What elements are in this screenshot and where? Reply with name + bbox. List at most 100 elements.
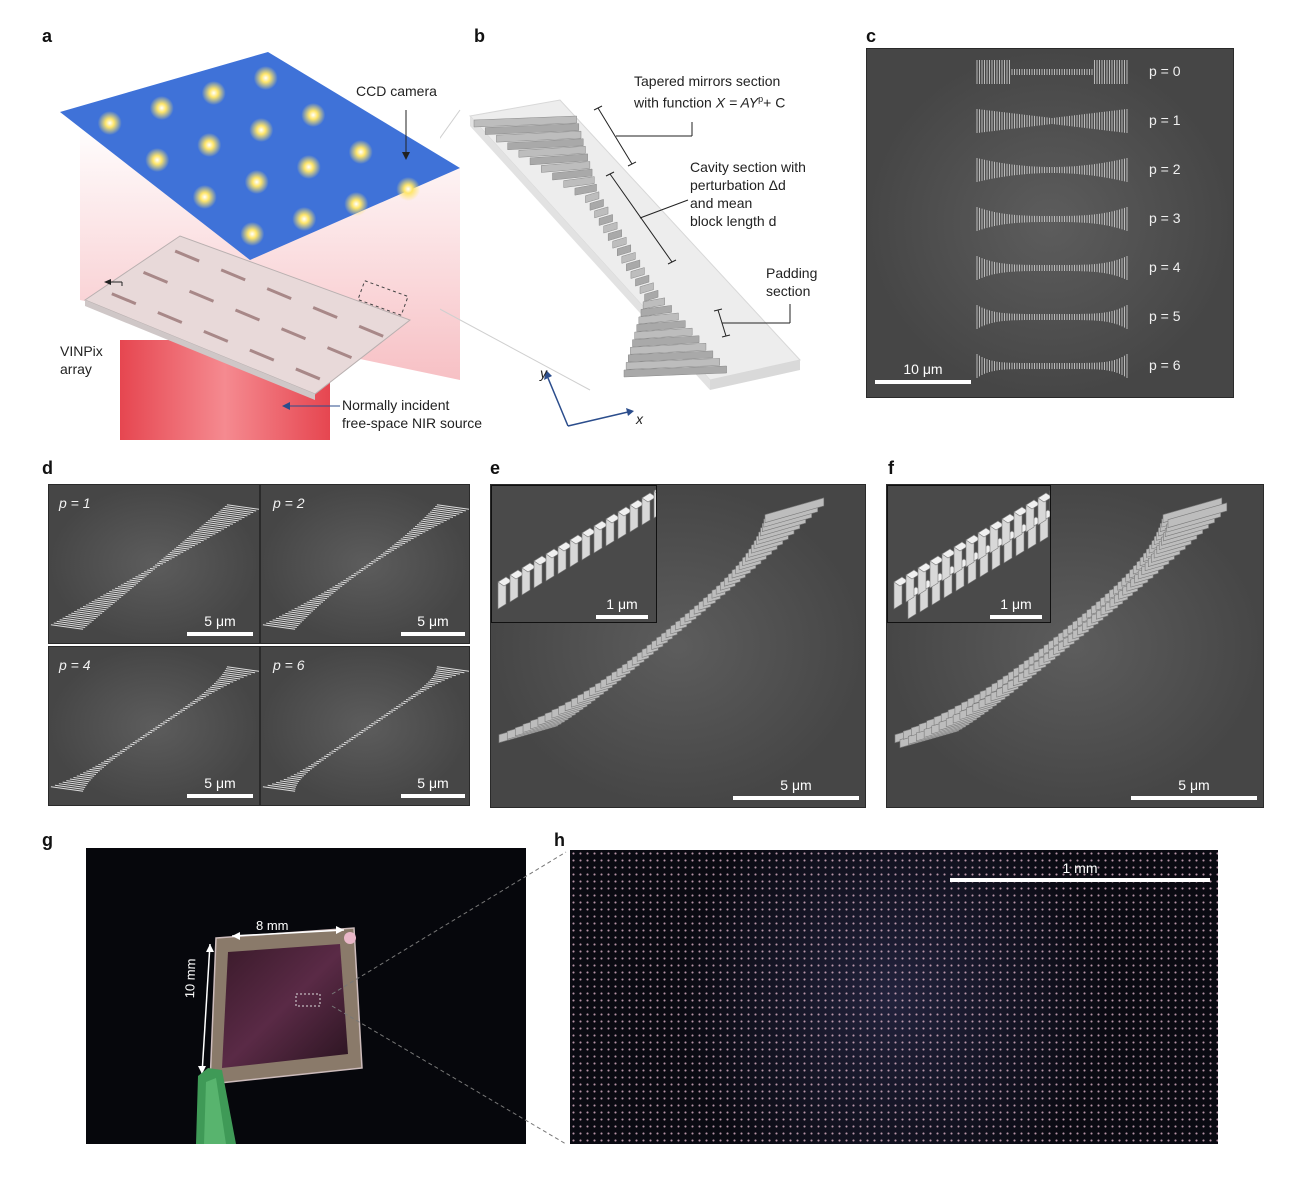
d-device-block <box>420 520 441 525</box>
ccd-spot <box>197 133 222 157</box>
d-device-block <box>182 707 188 710</box>
d-device-block <box>309 599 324 603</box>
d-tile-1-device <box>50 504 259 630</box>
zoom-box <box>357 280 409 316</box>
e-inset-scale: 1 μm <box>596 596 648 619</box>
d-device-block <box>130 743 135 746</box>
panel-c-devices <box>976 60 1128 378</box>
d-device-block <box>378 555 384 558</box>
d-device-block <box>318 759 324 761</box>
d-device-block <box>432 675 449 680</box>
d-device-block <box>117 752 123 754</box>
d-device-block <box>435 672 456 677</box>
panel-label-d: d <box>42 458 53 478</box>
d-device-block <box>412 527 429 531</box>
d-tile-2-scale: 5 μm <box>401 613 465 636</box>
d-device-block <box>97 597 117 602</box>
d-device-block <box>71 612 98 618</box>
d-tile-1: p = 1 5 μm <box>48 484 260 644</box>
d-device-block <box>125 747 130 749</box>
d-device-block <box>197 529 219 533</box>
d-device-block <box>422 518 444 523</box>
d-device-block <box>216 513 245 519</box>
chip-device <box>358 324 384 338</box>
ccd-camera-label: CCD camera <box>356 83 437 99</box>
d-device-block <box>313 762 319 765</box>
d-tile-4-p: p = 6 <box>273 657 305 673</box>
source-label-1: Normally incident <box>342 397 450 413</box>
d-device-block <box>302 769 310 772</box>
photonic-block <box>603 221 618 234</box>
d-device-block <box>140 736 145 739</box>
d-device-block <box>371 561 376 563</box>
d-device-block <box>117 586 132 590</box>
d-device-block <box>180 709 185 711</box>
ccd-spot <box>149 96 174 120</box>
d-device-block <box>152 566 158 568</box>
panel-label-c: c <box>866 26 877 46</box>
d-device-block <box>132 741 138 744</box>
d-device-block <box>73 776 91 781</box>
d-device-block <box>426 683 436 686</box>
d-device-block <box>266 622 297 628</box>
d-device-block <box>272 619 301 625</box>
d-device-block <box>218 511 248 517</box>
photonic-block <box>626 259 641 272</box>
d-device-block <box>144 571 151 574</box>
d-device-block <box>389 547 397 550</box>
d-device-block <box>376 719 381 722</box>
d-device-block <box>400 538 411 541</box>
d-device-block <box>353 573 359 575</box>
d-device-block <box>343 579 350 582</box>
g-to-h-zoom-lines <box>331 851 567 1145</box>
d-device-block <box>323 591 334 594</box>
d-device-block <box>312 598 326 601</box>
d-tile-3-p: p = 4 <box>59 657 91 673</box>
d-device-block <box>382 552 389 555</box>
f-inset-scale: 1 μm <box>990 596 1042 619</box>
d-device-block <box>394 543 403 546</box>
d-device-block <box>157 724 163 727</box>
d-device-block <box>89 768 100 772</box>
ccd-spot <box>201 81 226 105</box>
d-device-block <box>329 588 338 591</box>
ccd-spot <box>344 192 369 216</box>
d-device-block <box>50 786 84 792</box>
d-device-block <box>205 521 231 527</box>
c-row-label-5: p = 5 <box>1149 308 1181 324</box>
d-device-block <box>94 599 115 604</box>
photonic-block <box>607 229 622 241</box>
d-tile-1-p: p = 1 <box>59 495 91 511</box>
d-device-block <box>150 729 155 732</box>
d-device-block <box>50 624 84 630</box>
d-device-block <box>161 559 169 562</box>
d-device-block <box>408 697 414 699</box>
d-device-block <box>417 690 424 693</box>
photonic-block <box>644 289 659 302</box>
ccd-spot <box>192 185 217 209</box>
d-device-block <box>299 770 308 773</box>
d-device-block <box>326 589 336 593</box>
d-device-block <box>199 695 207 698</box>
d-device-block <box>199 527 222 532</box>
d-device-block <box>193 532 213 537</box>
d-device-block <box>378 717 384 720</box>
chip-array-area <box>222 944 348 1068</box>
d-device-block <box>186 537 204 542</box>
photonic-block <box>507 138 584 150</box>
chip-device <box>326 346 353 359</box>
d-device-block <box>220 675 241 680</box>
x-axis <box>567 411 629 427</box>
d-device-block <box>398 540 409 543</box>
d-device-block <box>262 624 296 630</box>
d-device-block <box>226 504 259 510</box>
d-device-block <box>419 688 427 691</box>
photonic-block <box>496 130 582 143</box>
d-tile-3: p = 4 5 μm <box>48 646 260 806</box>
panel-g-photo: 8 mm 10 mm <box>86 848 526 1144</box>
d-device-block <box>410 695 416 698</box>
y-axis <box>547 377 569 427</box>
vinpix-label-1: VINPix <box>60 343 103 359</box>
h-scale-bar: 1 mm <box>950 860 1210 882</box>
d-device-block <box>303 603 320 607</box>
